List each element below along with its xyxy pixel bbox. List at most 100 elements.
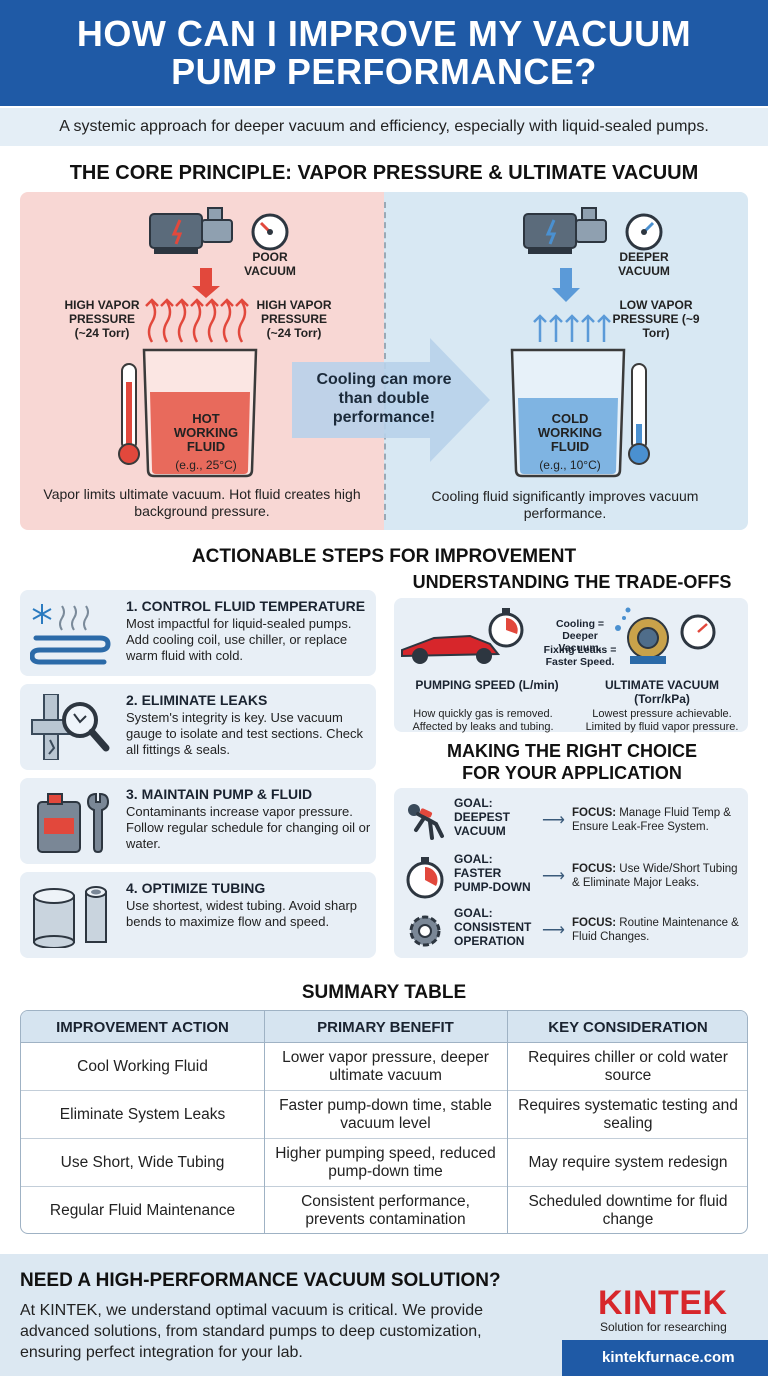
focus-text: Manage Fluid Temp & Ensure Leak-Free Sys… xyxy=(572,807,731,833)
step-optimize-tubing: 4. OPTIMIZE TUBING Use shortest, widest … xyxy=(20,872,376,958)
core-panel: POOR VACUUM HIGH VAPOR PRESSURE (~24 Tor… xyxy=(20,192,748,530)
goal-consistent: GOAL: CONSISTENT OPERATION xyxy=(454,906,532,948)
table-cell: Requires systematic testing and sealing xyxy=(518,1097,738,1132)
high-vapor-right-label: HIGH VAPOR PRESSURE (~24 Torr) xyxy=(256,298,332,340)
focus-faster: FOCUS: Use Wide/Short Tubing & Eliminate… xyxy=(572,862,744,890)
pumping-speed-desc: How quickly gas is removed. Affected by … xyxy=(412,708,554,733)
tubing-icon xyxy=(33,886,107,948)
table-cell: Requires chiller or cold water source xyxy=(528,1049,728,1084)
table-cell: Use Short, Wide Tubing xyxy=(60,1154,225,1171)
tradeoffs-panel: Cooling = Deeper Vacuum. Fixing Leaks = … xyxy=(394,598,748,733)
brand-tagline: Solution for researching xyxy=(600,1320,727,1334)
table-header-cell: KEY CONSIDERATION xyxy=(548,1018,708,1036)
ultimate-vacuum-label: ULTIMATE VACUUM (Torr/kPa) xyxy=(605,678,719,706)
step-1-desc: Most impactful for liquid-sealed pumps. … xyxy=(126,616,352,663)
table-header-cell: IMPROVEMENT ACTION xyxy=(56,1018,229,1036)
core-right-caption: Cooling fluid significantly improves vac… xyxy=(431,488,699,521)
focus-label: FOCUS: xyxy=(572,863,617,875)
gauge-icon xyxy=(251,213,289,251)
focus-consistent: FOCUS: Routine Maintenance & Fluid Chang… xyxy=(572,916,744,944)
tradeoff-note-cooling: Cooling = Deeper Vacuum. xyxy=(555,618,605,654)
down-arrow-icon xyxy=(552,268,580,302)
goal-deepest: GOAL: DEEPEST VACUUM xyxy=(454,796,511,838)
cold-thermometer-icon xyxy=(628,363,650,465)
table-row: Regular Fluid Maintenance Consistent per… xyxy=(21,1187,747,1233)
hot-fluid-label: HOT WORKING FLUID xyxy=(173,411,239,454)
step-2-title: 2. ELIMINATE LEAKS xyxy=(126,692,268,708)
step-eliminate-leaks: 2. ELIMINATE LEAKS System's integrity is… xyxy=(20,684,376,770)
arrow-right-icon: ⟶ xyxy=(542,812,565,829)
table-title: SUMMARY TABLE xyxy=(301,982,467,1003)
hot-beaker-icon xyxy=(142,348,258,478)
tradeoffs-illustration xyxy=(401,607,716,664)
page-title: HOW CAN I IMPROVE MY VACUUM PUMP PERFORM… xyxy=(76,13,692,92)
diver-helmet-icon xyxy=(627,617,669,664)
table-cell: Eliminate System Leaks xyxy=(59,1106,226,1123)
table-cell: May require system redesign xyxy=(528,1154,728,1171)
website-link[interactable]: kintekfurnace.com xyxy=(562,1340,768,1376)
table-header-cell: PRIMARY BENEFIT xyxy=(317,1018,454,1036)
cold-fluid-temp: (e.g., 10°C) xyxy=(539,458,601,472)
choice-row-deepest: GOAL: DEEPEST VACUUM ⟶ FOCUS: Manage Flu… xyxy=(394,794,748,848)
goal-faster: GOAL: FASTER PUMP-DOWN xyxy=(454,852,531,894)
choice-panel: GOAL: DEEPEST VACUUM ⟶ FOCUS: Manage Flu… xyxy=(394,788,748,958)
pump-icon xyxy=(149,207,233,254)
tradeoff-note-leaks: Fixing Leaks = Faster Speed. xyxy=(543,644,617,668)
arrow-right-icon: ⟶ xyxy=(542,922,565,939)
low-vapor-label: LOW VAPOR PRESSURE (~9 Torr) xyxy=(612,298,700,340)
core-illustration xyxy=(118,207,663,478)
vapor-arrows-icon xyxy=(533,314,611,342)
step-4-title: 4. OPTIMIZE TUBING xyxy=(126,880,266,896)
high-vapor-left-label: HIGH VAPOR PRESSURE (~24 Torr) xyxy=(64,298,140,340)
table-row: Use Short, Wide Tubing Higher pumping sp… xyxy=(21,1139,747,1187)
table-column-divider xyxy=(264,1011,265,1233)
table-header: IMPROVEMENT ACTION PRIMARY BENEFIT KEY C… xyxy=(21,1011,747,1043)
gear-icon xyxy=(409,915,441,947)
diver-icon xyxy=(408,804,444,840)
pumping-speed-label: PUMPING SPEED (L/min) xyxy=(415,678,559,692)
ultimate-vacuum-desc: Lowest pressure achievable. Limited by f… xyxy=(585,708,739,733)
step-maintain-pump: 3. MAINTAIN PUMP & FLUID Contaminants in… xyxy=(20,778,376,864)
hot-fluid-temp: (e.g., 25°C) xyxy=(175,458,237,472)
core-divider xyxy=(384,202,386,520)
page-header: HOW CAN I IMPROVE MY VACUUM PUMP PERFORM… xyxy=(0,0,768,106)
table-cell: Higher pumping speed, reduced pump-down … xyxy=(275,1145,496,1180)
focus-text: Use Wide/Short Tubing & Eliminate Major … xyxy=(572,863,738,889)
stopwatch-icon xyxy=(406,857,444,899)
cold-fluid-label: COLD WORKING FLUID xyxy=(537,411,603,454)
steps-title: ACTIONABLE STEPS FOR IMPROVEMENT xyxy=(191,546,577,567)
core-title: THE CORE PRINCIPLE: VAPOR PRESSURE & ULT… xyxy=(69,162,699,184)
step-1-title: 1. CONTROL FLUID TEMPERATURE xyxy=(126,598,366,614)
focus-label: FOCUS: xyxy=(572,807,617,819)
table-column-divider xyxy=(507,1011,508,1233)
website-url[interactable]: kintekfurnace.com xyxy=(602,1349,735,1366)
gauge-icon xyxy=(625,213,663,251)
focus-label: FOCUS: xyxy=(572,917,617,929)
table-row: Eliminate System Leaks Faster pump-down … xyxy=(21,1091,747,1139)
race-car-icon xyxy=(401,634,501,664)
leak-magnifier-icon xyxy=(31,694,110,760)
brand-logo: KINTEK xyxy=(598,1284,728,1322)
step-control-temperature: 1. CONTROL FLUID TEMPERATURE Most impact… xyxy=(20,590,376,676)
table-cell: Cool Working Fluid xyxy=(77,1058,208,1075)
step-4-desc: Use shortest, widest tubing. Avoid sharp… xyxy=(126,898,357,929)
cooling-arrow-text: Cooling can more than double performance… xyxy=(316,371,452,426)
stopwatch-icon xyxy=(488,608,524,648)
footer-description: At KINTEK, we understand optimal vacuum … xyxy=(20,1302,483,1361)
table-cell: Scheduled downtime for fluid change xyxy=(528,1193,728,1228)
summary-table: IMPROVEMENT ACTION PRIMARY BENEFIT KEY C… xyxy=(20,1010,748,1234)
focus-text: Routine Maintenance & Fluid Changes. xyxy=(572,917,739,943)
bubbles-icon xyxy=(615,607,631,631)
vapor-arrows-icon xyxy=(145,298,249,343)
page-subtitle: A systemic approach for deeper vacuum an… xyxy=(0,108,768,146)
hot-thermometer-icon xyxy=(118,363,140,465)
step-3-title: 3. MAINTAIN PUMP & FLUID xyxy=(126,786,313,802)
cooling-coil-icon xyxy=(30,604,111,665)
poor-vacuum-label: POOR VACUUM xyxy=(244,250,296,278)
cold-beaker-icon xyxy=(510,348,626,478)
table-row: Cool Working Fluid Lower vapor pressure,… xyxy=(21,1043,747,1091)
table-cell: Lower vapor pressure, deeper ultimate va… xyxy=(282,1049,489,1084)
footer: NEED A HIGH-PERFORMANCE VACUUM SOLUTION?… xyxy=(0,1254,768,1376)
choice-title: MAKING THE RIGHT CHOICE FOR YOUR APPLICA… xyxy=(447,741,697,783)
focus-deepest: FOCUS: Manage Fluid Temp & Ensure Leak-F… xyxy=(572,806,744,834)
